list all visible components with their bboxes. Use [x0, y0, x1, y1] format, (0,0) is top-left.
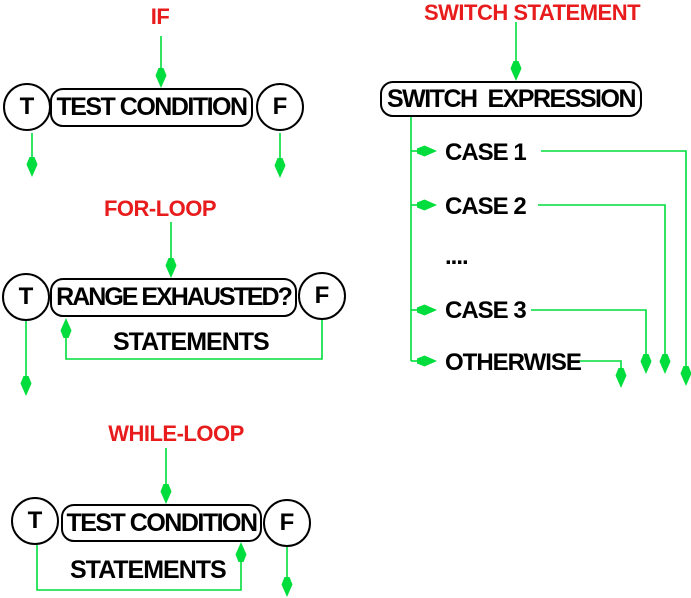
switch-case3-exit-arrow — [531, 309, 652, 374]
switch-case1-branch-arrow — [411, 145, 437, 157]
switch-ellipsis-label: .... — [445, 243, 469, 270]
while-false-branch-arrow — [281, 547, 293, 597]
if-condition-box: TEST CONDITION — [50, 88, 253, 127]
while-loop-title: WHILE-LOOP — [108, 421, 244, 446]
while-true-circle: T — [11, 497, 59, 545]
for-condition-box: RANGE EXHAUSTED? — [50, 278, 297, 317]
if-true-label: T — [19, 93, 35, 120]
switch-case3-label: CASE 3 — [445, 297, 527, 324]
switch-case1-label: CASE 1 — [445, 139, 527, 166]
switch-input-arrow — [510, 22, 522, 81]
while-false-circle: F — [263, 499, 311, 547]
for-false-label: F — [314, 282, 330, 309]
for-loop-title: FOR-LOOP — [103, 196, 217, 221]
while-statements-label: STATEMENTS — [70, 556, 227, 584]
while-input-arrow — [160, 448, 172, 504]
switch-title: SWITCH STATEMENT — [423, 0, 641, 25]
for-false-circle: F — [298, 272, 346, 320]
while-loop-back-arrow — [36, 542, 247, 591]
switch-otherwise-label: OTHERWISE — [445, 349, 582, 376]
for-true-label: T — [18, 283, 34, 310]
for-condition-label: RANGE EXHAUSTED? — [56, 283, 293, 311]
switch-case3-branch-arrow — [411, 304, 437, 316]
if-input-arrow — [155, 36, 167, 88]
switch-case2-label: CASE 2 — [445, 193, 527, 220]
if-true-branch-arrow — [26, 133, 38, 177]
for-true-circle: T — [2, 273, 50, 321]
switch-expression-label: SWITCH EXPRESSION — [386, 84, 637, 113]
if-false-branch-arrow — [274, 133, 286, 178]
if-condition-label: TEST CONDITION — [56, 93, 248, 121]
if-title: IF — [150, 4, 170, 29]
switch-case1-exit-arrow — [541, 150, 691, 386]
if-false-label: F — [272, 93, 288, 120]
while-condition-box: TEST CONDITION — [61, 504, 262, 542]
for-statements-label: STATEMENTS — [113, 328, 270, 356]
for-true-branch-arrow — [20, 321, 32, 396]
for-loop-back-arrow — [60, 318, 323, 360]
while-true-label: T — [27, 507, 43, 534]
for-input-arrow — [165, 222, 177, 278]
if-true-circle: T — [3, 83, 51, 131]
switch-case2-branch-arrow — [411, 199, 437, 211]
while-false-label: F — [279, 509, 295, 536]
switch-expression-box: SWITCH EXPRESSION — [380, 81, 642, 117]
switch-case2-exit-arrow — [538, 204, 671, 374]
while-condition-label: TEST CONDITION — [66, 508, 258, 537]
switch-otherwise-exit-arrow — [578, 360, 627, 388]
switch-otherwise-branch-arrow — [411, 355, 437, 367]
if-false-circle: F — [256, 83, 304, 131]
